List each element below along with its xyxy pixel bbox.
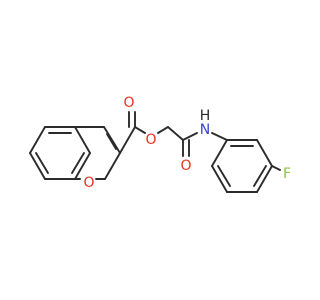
double-bond-inner (106, 133, 117, 150)
pyran-ring (74, 126, 121, 180)
amide-group (182, 132, 228, 157)
double-bond-inner (35, 152, 49, 174)
amide-hydrogen-label: H (200, 108, 211, 124)
ester-carbonyl-oxygen-label: O (123, 95, 134, 111)
bond (104, 152, 121, 180)
bond (74, 152, 91, 180)
structure-canvas: O O O O N H F (29, 95, 291, 193)
double-bond-inner (253, 165, 267, 187)
bond (256, 165, 273, 193)
amide-oxygen-label: O (180, 158, 191, 174)
bond (119, 126, 136, 154)
bond (74, 126, 91, 154)
benzo-ring (29, 126, 91, 180)
fluorine-label: F (283, 166, 291, 182)
bond (29, 126, 46, 154)
bond (211, 139, 228, 167)
ester-oxygen-label: O (145, 132, 156, 148)
bond (211, 132, 228, 141)
ester-group (119, 111, 184, 154)
bond (211, 165, 228, 193)
double-bond-inner (71, 152, 85, 174)
double-bond-inner (217, 165, 231, 187)
bond (103, 126, 121, 154)
molecule-structure: O O O O N H F (29, 95, 291, 193)
bond (256, 139, 273, 167)
bond (167, 126, 184, 141)
bond (157, 126, 169, 134)
bond (182, 132, 198, 141)
ring-oxygen-label: O (83, 175, 94, 191)
bond (134, 126, 146, 134)
fluorophenyl-ring (211, 139, 281, 193)
bond (29, 152, 46, 180)
bond (271, 165, 281, 171)
amide-nitrogen-label: N (200, 122, 210, 138)
